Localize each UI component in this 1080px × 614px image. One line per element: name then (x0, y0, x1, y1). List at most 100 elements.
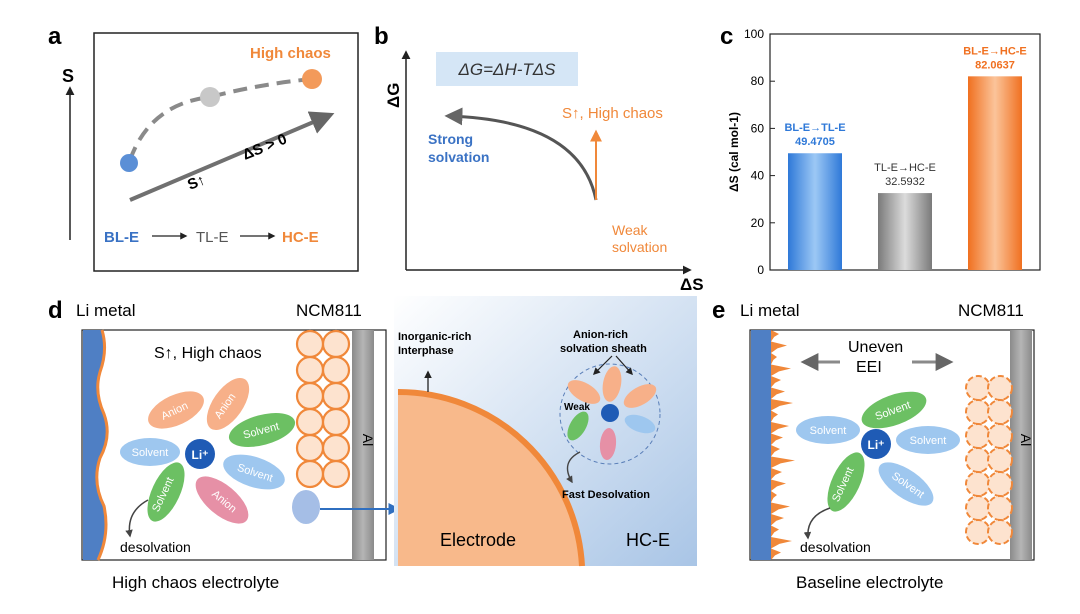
desolvation-label-d: desolvation (120, 539, 191, 555)
strong-label-1: Strong (428, 131, 473, 147)
strong-label-2: solvation (428, 149, 489, 165)
bar-1-value: 49.4705 (795, 136, 835, 148)
weak-label-2: solvation (612, 239, 667, 255)
ncm-particle (321, 407, 351, 437)
y-axis-label: ΔS (cal mol-1) (727, 112, 741, 192)
li-ion-e (861, 429, 891, 459)
solvent-3-e (896, 426, 960, 454)
solvent-1-d (228, 413, 296, 447)
panel-a-letter: a (48, 23, 62, 50)
ncm-particle (295, 355, 325, 385)
al-label-d: Al (360, 434, 376, 446)
panel-b-letter: b (374, 23, 389, 50)
bar-2-value: 32.5932 (885, 176, 925, 188)
solvation-cluster-d: Anion Anion Solvent Solvent Solvent Solv… (120, 377, 296, 524)
al-collector-d (352, 330, 374, 560)
panel-b: b ΔG ΔS ΔG=ΔH-TΔS Strong solvation S↑, H… (374, 23, 704, 294)
uneven-label-1: Uneven (848, 339, 903, 356)
delta-s-label: ΔS > 0 (240, 131, 289, 164)
caption-e: Baseline electrolyte (796, 573, 943, 592)
cracked-ncm-particle (987, 375, 1013, 401)
solvent-2-d (120, 438, 180, 466)
solvent-3-d (223, 454, 285, 490)
sheath-anion-4 (599, 428, 617, 460)
sheath-pointer-1 (592, 355, 613, 376)
anion-rich-label-2: solvation sheath (560, 343, 647, 355)
li-ion-label-e: Li⁺ (868, 438, 885, 452)
cracked-ncm-particle (987, 519, 1013, 545)
sheath-pointer-2 (615, 355, 633, 376)
li-metal-label-d: Li metal (76, 301, 136, 320)
inorganic-interphase (397, 388, 585, 567)
y-tick-label: 60 (751, 121, 765, 135)
solvent-4-d (147, 462, 185, 522)
tl-e-label: TL-E (196, 229, 229, 246)
solvent-4-e (827, 452, 865, 512)
hc-e-zoom-label: HC-E (626, 530, 670, 550)
y-tick-label: 100 (744, 27, 764, 41)
solvation-sheath-circle (559, 363, 661, 465)
solvent-2-label-d: Solvent (132, 447, 169, 459)
desolvation-arrow-d (125, 499, 149, 538)
ncm-particle (321, 355, 351, 385)
sheath-anion-3 (623, 384, 657, 408)
solvent-3-label-e: Solvent (910, 435, 947, 447)
chaos-dashed-curve (128, 77, 313, 161)
bar-1-label: BL-E→TL-E (784, 122, 845, 134)
li-ion-d (185, 439, 215, 469)
solvation-curve-arrow (444, 107, 598, 201)
panel-d: d Li metal NCM811 Al S↑, High chaos Anio… (48, 297, 401, 592)
ncm-particle (295, 381, 325, 411)
sheath-solvent-1 (624, 414, 656, 434)
sheath-anion-2 (602, 366, 622, 402)
sheath-solvent-2 (567, 411, 589, 441)
s-high-chaos-label: S↑, High chaos (562, 105, 663, 122)
anode-interphase-d (95, 329, 109, 561)
bl-e-dot (120, 154, 138, 172)
caption-d: High chaos electrolyte (112, 573, 279, 592)
panel-d-letter: d (48, 297, 63, 324)
bar-2 (878, 193, 932, 270)
cracked-ncm-particle (965, 471, 991, 497)
ncm-particle (295, 433, 325, 463)
solvation-cluster-e: Solvent Solvent Solvent Solvent Solvent … (796, 391, 960, 512)
al-collector-e (1010, 330, 1032, 560)
y-tick-label: 40 (751, 169, 765, 183)
weak-label-1: Weak (612, 222, 649, 238)
panel-a: a S High chaos S↑ ΔS > 0 BL-E TL-E HC-E (48, 23, 359, 272)
sheath-anion-1 (567, 380, 601, 404)
cracked-ncm-particle (987, 495, 1013, 521)
li-metal-label-e: Li metal (740, 301, 800, 320)
cracked-ncm-particle (965, 495, 991, 521)
panel-a-frame (93, 32, 359, 272)
cracked-ncm-particle (987, 471, 1013, 497)
solvent-2-label-e: Solvent (810, 425, 847, 437)
ncm811-label-d: NCM811 (296, 301, 362, 320)
bar-2-label: TL-E→HC-E (874, 162, 936, 174)
s-high-chaos-d: S↑, High chaos (154, 345, 262, 362)
li-metal-anode-e (751, 330, 771, 560)
delta-g-axis-label: ΔG (384, 83, 403, 108)
cracked-ncm-particle (987, 423, 1013, 449)
bar-3 (968, 76, 1022, 270)
ncm-particle (321, 459, 351, 489)
panel-c-letter: c (720, 23, 733, 50)
fast-desolvation-arrow (566, 451, 581, 484)
ncm-particle (295, 407, 325, 437)
y-tick-label: 0 (757, 263, 764, 277)
equation-box (436, 52, 578, 86)
tl-e-dot (200, 87, 220, 107)
solvent-1-e (861, 391, 927, 429)
ncm-particle (321, 329, 351, 359)
inorganic-label-2: Interphase (398, 345, 454, 357)
zoom-spot (292, 490, 320, 524)
s-up-label: S↑ (185, 171, 208, 193)
ncm-particle (295, 459, 325, 489)
bars (788, 76, 1022, 270)
fast-desolvation-label: Fast Desolvation (562, 489, 650, 501)
solvent-2-e (796, 416, 860, 444)
bar-3-label: BL-E→HC-E (963, 45, 1027, 57)
